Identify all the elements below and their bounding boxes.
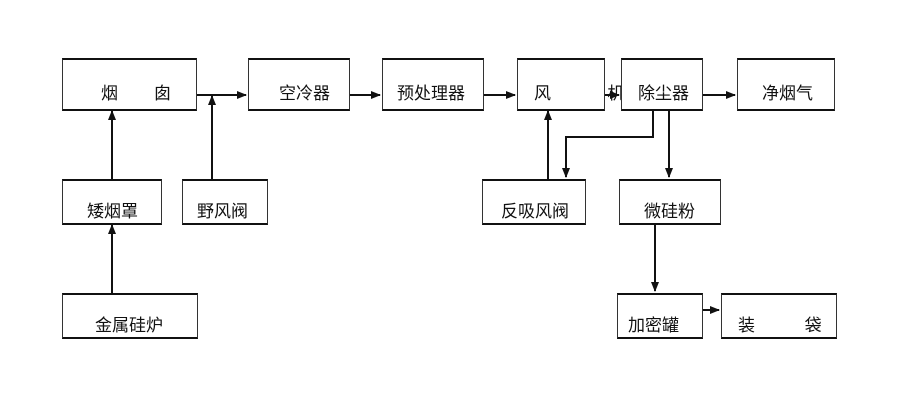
node-fan: 风 机: [517, 58, 624, 111]
node-pre-processor: 预处理器: [382, 58, 484, 111]
node-dust-collector-label: 除尘器: [638, 84, 689, 104]
node-furnace: 金属硅炉: [62, 293, 198, 339]
node-wild-air-valve-label: 野风阀: [197, 202, 248, 222]
node-low-hood-label: 矮烟罩: [87, 202, 138, 222]
node-microsilica-label: 微硅粉: [644, 202, 695, 222]
node-reverse-suction-valve: 反吸风阀: [482, 179, 586, 225]
node-furnace-label: 金属硅炉: [95, 316, 163, 336]
node-wild-air-valve: 野风阀: [182, 179, 268, 225]
node-bagging-label: 装 袋: [738, 316, 844, 336]
node-chimney-label: 烟 囱: [101, 84, 187, 104]
node-air-cooler-label: 空冷器: [279, 84, 330, 104]
node-clean-flue-gas: 净烟气: [737, 58, 835, 111]
node-low-hood: 矮烟罩: [62, 179, 162, 225]
node-air-cooler: 空冷器: [248, 58, 350, 111]
edge-dust-collector-to-reverse-suction-valve: [562, 111, 654, 178]
node-densifier-tank-label: 加密罐: [628, 316, 679, 336]
node-bagging: 装 袋: [721, 293, 837, 339]
node-reverse-suction-valve-label: 反吸风阀: [501, 202, 569, 222]
node-fan-label: 风 机: [534, 84, 650, 104]
node-dust-collector: 除尘器: [621, 58, 703, 111]
node-clean-flue-gas-label: 净烟气: [762, 84, 813, 104]
node-densifier-tank: 加密罐: [617, 293, 703, 339]
node-microsilica: 微硅粉: [619, 179, 721, 225]
node-chimney: 烟 囱: [62, 58, 197, 111]
node-pre-processor-label: 预处理器: [397, 84, 465, 104]
